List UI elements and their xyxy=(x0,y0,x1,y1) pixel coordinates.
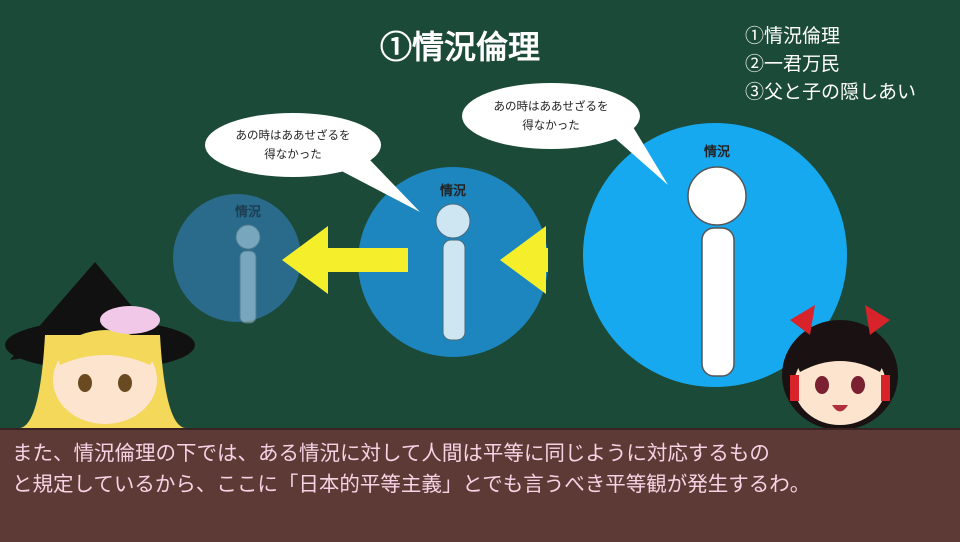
slide-title: ①情況倫理 xyxy=(379,28,540,66)
topic-list: ①情況倫理 ②一君万民 ③父と子の隠しあい xyxy=(745,22,916,106)
subtitle-line: と規定しているから、ここに「日本的平等主義」とでも言うべき平等観が発生するわ。 xyxy=(12,472,811,496)
bubble-text: 得なかった xyxy=(264,147,322,161)
subtitle-text: また、情況倫理の下では、ある情況に対して人間は平等に同じように対応するものと規定… xyxy=(12,438,810,500)
person-figure-middle xyxy=(435,203,471,341)
speech-bubble: あの時はああせざるを得なかった xyxy=(462,83,640,149)
person-figure-large xyxy=(687,166,747,377)
topic-item: ③父と子の隠しあい xyxy=(745,81,917,103)
circle-label: 情況 xyxy=(234,205,261,220)
shrine-maiden-character xyxy=(782,305,898,430)
person-figure-small xyxy=(235,224,261,324)
topic-item: ①情況倫理 xyxy=(745,25,841,47)
bubble-text: 得なかった xyxy=(522,118,580,132)
speech-bubble: あの時はああせざるを得なかった xyxy=(205,113,381,177)
arrow-left-2 xyxy=(500,226,548,294)
topic-item: ②一君万民 xyxy=(745,53,841,75)
past-circle-small xyxy=(173,194,301,322)
arrow-left-1 xyxy=(282,226,408,294)
bubble-text: あの時はああせざるを xyxy=(235,128,351,142)
subtitle-line: また、情況倫理の下では、ある情況に対して人間は平等に同じように対応するもの xyxy=(12,441,770,465)
circle-label: 情況 xyxy=(439,184,466,199)
subtitle-box: また、情況倫理の下では、ある情況に対して人間は平等に同じように対応するものと規定… xyxy=(0,428,960,542)
bubble-tail xyxy=(330,160,420,212)
witch-character xyxy=(5,262,195,428)
circle-label: 情況 xyxy=(703,145,730,160)
bubble-text: あの時はああせざるを xyxy=(493,99,609,113)
